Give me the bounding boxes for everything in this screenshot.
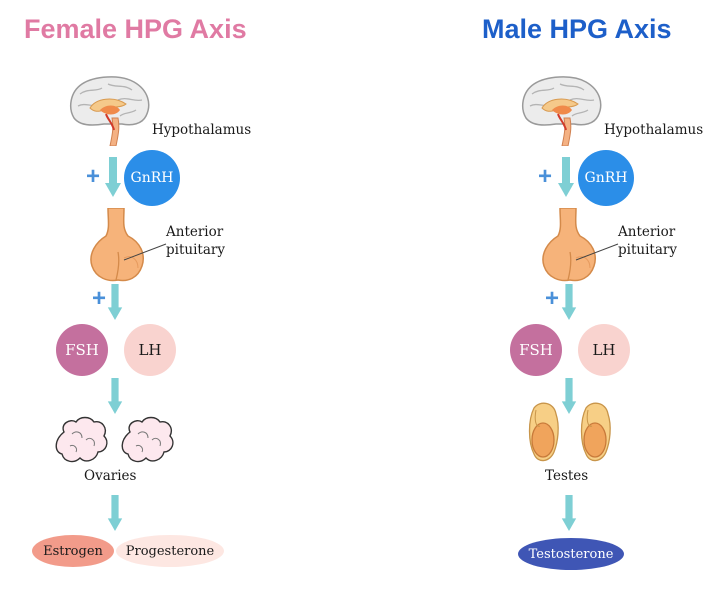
male-hypothalamus-label: Hypothalamus: [604, 122, 704, 138]
male-testes-label: Testes: [545, 468, 589, 484]
male-plus-sign-1: +: [538, 163, 553, 190]
female-arrow-1: [105, 157, 121, 197]
female-pituitary-label-line2: pituitary: [166, 242, 225, 258]
female-plus-sign-1: +: [86, 163, 101, 190]
male-arrow-1: [558, 157, 574, 197]
female-title: Female HPG Axis: [24, 14, 247, 44]
female-estrogen-pill: Estrogen: [32, 535, 114, 567]
female-pituitary-pointer: [123, 243, 167, 261]
female-arrow-4: [107, 495, 123, 531]
female-pituitary-label-line1: Anterior: [166, 224, 224, 240]
male-testis-right-icon: [578, 402, 612, 466]
female-fsh-circle: FSH: [56, 324, 108, 376]
female-arrow-2: [107, 284, 123, 320]
male-pituitary-label-line1: Anterior: [618, 224, 676, 240]
male-arrow-3: [561, 378, 577, 414]
female-plus-sign-2: +: [92, 285, 107, 312]
female-lh-circle: LH: [124, 324, 176, 376]
male-fsh-circle: FSH: [510, 324, 562, 376]
female-ovaries-label: Ovaries: [84, 468, 137, 484]
female-ovary-left-icon: [54, 416, 110, 464]
male-arrow-2: [561, 284, 577, 320]
female-hypothalamus-label: Hypothalamus: [152, 122, 252, 138]
male-testis-left-icon: [526, 402, 560, 466]
female-gnrh-circle: GnRH: [124, 150, 180, 206]
male-gnrh-circle: GnRH: [578, 150, 634, 206]
male-arrow-4: [561, 495, 577, 531]
male-testosterone-pill: Testosterone: [518, 538, 624, 570]
female-progesterone-pill: Progesterone: [116, 535, 224, 567]
female-ovary-right-icon: [120, 416, 176, 464]
male-brain-icon: [518, 74, 604, 146]
male-pituitary-pointer: [575, 243, 619, 261]
male-pituitary-label-line2: pituitary: [618, 242, 677, 258]
male-plus-sign-2: +: [545, 285, 560, 312]
female-arrow-3: [107, 378, 123, 414]
male-title: Male HPG Axis: [482, 14, 672, 44]
female-brain-icon: [66, 74, 152, 146]
male-lh-circle: LH: [578, 324, 630, 376]
